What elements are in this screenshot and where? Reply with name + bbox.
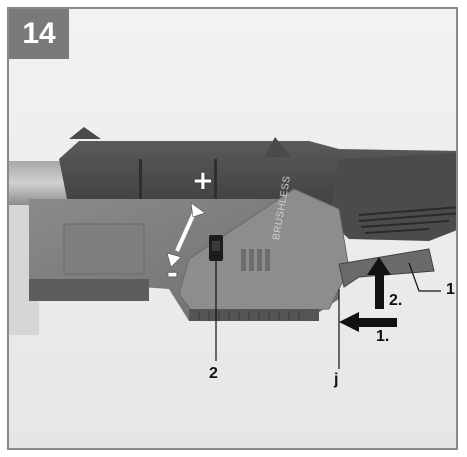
label-switch: 2: [209, 365, 218, 382]
release-lever: [338, 248, 435, 288]
figure-number: 14: [9, 9, 69, 59]
label-unlock: 1: [446, 281, 455, 298]
label-lever: j: [334, 371, 339, 388]
unlock-arrows: [339, 257, 397, 332]
minus-sign: -: [167, 259, 178, 289]
label-step1: 1.: [376, 328, 390, 345]
illustration-frame: 14: [7, 7, 458, 450]
speed-adjust-arrow: [166, 202, 206, 268]
label-step2: 2.: [389, 292, 403, 309]
grip: [329, 153, 456, 241]
plus-sign: +: [192, 166, 214, 196]
tool-photo: [9, 9, 456, 448]
